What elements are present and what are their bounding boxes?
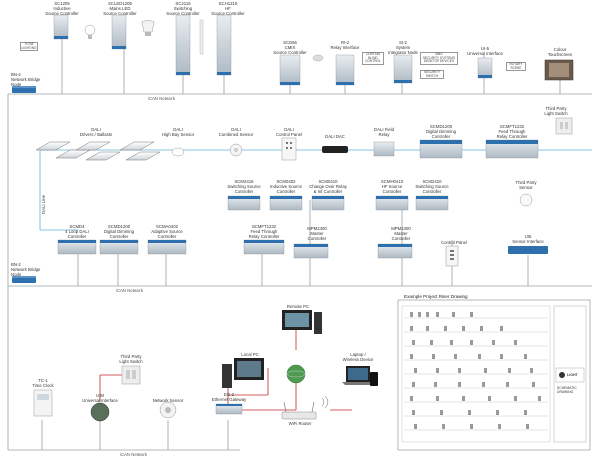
drawing-title-block: SCHEMATIC DRAWING	[557, 386, 577, 394]
rotary-box: ROTARY SCENE	[506, 62, 526, 72]
dali-field-relay[interactable]	[373, 141, 395, 157]
scmd1200-top[interactable]	[419, 139, 463, 159]
colour-touchscreen-label: Colour Touchscreen	[547, 47, 573, 57]
dali-ballasts-label: DALI Drivers / Ballasts	[79, 127, 113, 137]
third-party-switch-bottom-label: Third Party Light Switch	[119, 354, 143, 364]
ican-network-label-3: iCAN Network	[120, 452, 147, 457]
ri2-module[interactable]	[335, 54, 355, 86]
bridge-mid-label: BN-2 Network Bridge Node	[11, 262, 41, 277]
dali-dac-label: DALI DAC	[325, 134, 345, 139]
bridge-node-mid[interactable]	[12, 276, 36, 283]
control-panel-icon	[445, 245, 459, 267]
sc1205-label: SC1205 Inductive Source Controller	[45, 1, 79, 16]
remote-pc[interactable]	[282, 310, 322, 334]
lighting-box: TO BE LIGHTING	[20, 42, 38, 52]
dali-relay-label: DALI Field Relay	[373, 127, 395, 137]
sc2116-label: SC2116 Switching Source Controller	[166, 1, 200, 16]
sc2116-module[interactable]	[175, 14, 191, 76]
ui5-label: UI-5 Universal Interface	[467, 46, 503, 56]
si2-label: SI-2 System Integrator Node	[388, 40, 418, 55]
laptop-device[interactable]	[342, 366, 378, 386]
third-party-switch-bottom[interactable]	[121, 365, 141, 385]
drawing-brand: LIGHT	[567, 373, 578, 377]
ui5-module[interactable]	[477, 57, 493, 79]
bms-box: BMS SECURITY SYSTEMS DESKTOP DEVICES	[420, 52, 458, 65]
dali-control-panel[interactable]	[281, 137, 297, 161]
colour-touchscreen[interactable]	[544, 59, 574, 81]
scmdl4-label: SCMD4 4 Loop DALI Controller	[65, 224, 89, 239]
scm2410-label: SCM2410 Switching Source Controller	[415, 179, 449, 194]
laptop-label: Laptop / Wireless Device	[342, 352, 374, 362]
scd66-label: SCD66 CMIX Source Controller	[273, 40, 307, 55]
sch1210-module[interactable]	[216, 14, 232, 76]
third-party-sensor-icon	[519, 193, 533, 207]
mid-upper-modules[interactable]	[227, 195, 449, 211]
downlight-icon	[312, 54, 324, 62]
third-party-switch-top[interactable]	[555, 117, 573, 135]
dali-highbay-label: DALI High Bay Sensor	[161, 127, 195, 137]
mid-lower-modules[interactable]	[57, 239, 413, 259]
network-sensor-label: Network Sensor	[152, 398, 184, 403]
eg2-label: EG-2 Ethernet Gateway	[211, 392, 247, 402]
scmft1232b-label: SCMFT1232 Feed Through Relay Controller	[248, 224, 280, 239]
ri2-label: RI-2 Relay Interface	[330, 40, 360, 50]
wifi-router-label: WiFi Router	[288, 421, 312, 426]
scm0410-label: SCM0410 Change Over Relay & Inf Controll…	[309, 179, 347, 194]
tc1-label: TC-1 Time Clock	[32, 378, 54, 388]
scmd1200b-label: SCMD1200 Digital Dimming Controller	[103, 224, 135, 239]
scmh0410-label: SCMH0410 HF Source Controller	[380, 179, 404, 194]
curtain-box: CURTAIN BLIND CONTROL	[362, 52, 384, 65]
ui5-sensor-interface[interactable]	[508, 246, 548, 254]
dali-combined-sensor[interactable]	[229, 143, 243, 157]
eg2-gateway[interactable]	[215, 403, 243, 415]
third-party-sensor-label: Third Party Sensor	[515, 180, 537, 190]
led-lamp-icon	[141, 20, 155, 36]
dali-dac[interactable]	[322, 146, 348, 153]
project-riser-drawing	[397, 299, 591, 451]
network-sensor[interactable]	[159, 401, 177, 419]
remote-pc-label: Remote PC	[286, 304, 310, 309]
sc1206-label: SCLED1206 Mains LED Source Controller	[103, 1, 137, 16]
ui5b-label: UI5 Sensor Interface	[512, 234, 544, 244]
uim-interface[interactable]	[90, 402, 110, 422]
scd66-module[interactable]	[279, 54, 301, 86]
scma0402-label: SCMA0402 Adaptive Source Controller	[151, 224, 183, 239]
sc1206-module[interactable]	[111, 14, 127, 50]
scm0402-label: SCM0402 Inductive Source Controller	[269, 179, 303, 194]
dali-line-label: DALI Line	[41, 195, 46, 214]
riser-drawing-title: Example Project Riser Drawing	[404, 294, 468, 299]
scmd1200-top-label: SCMD1200 Digital Dimming Controller	[425, 124, 457, 139]
control-panel-label: Control Panel	[440, 240, 468, 245]
security-box: SECURITY SWITCH	[420, 70, 444, 80]
bridge-node-top[interactable]	[12, 86, 36, 93]
sc1205-module[interactable]	[53, 14, 69, 40]
dali-highbay-sensor[interactable]	[171, 147, 185, 157]
ican-network-label-2: iCAN Network	[116, 288, 143, 293]
tc1-time-clock[interactable]	[33, 389, 53, 417]
ican-network-label-1: iCAN Network	[148, 96, 175, 101]
si2-module[interactable]	[393, 54, 413, 84]
globe-icon	[286, 364, 306, 384]
dali-ballast-panels[interactable]	[35, 141, 161, 161]
bridge-top-label: BN-2 Network Bridge Node	[11, 72, 41, 87]
wifi-router[interactable]	[281, 395, 329, 420]
third-party-switch-top-label: Third Party Light Switch	[544, 106, 568, 116]
mpm2400a-label: MPM2400 Master Controller	[307, 226, 327, 241]
fluorescent-tube-icon	[199, 19, 204, 55]
local-pc-label: Local PC	[241, 352, 259, 357]
scm2416-label: SCM2416 Switching Source Controller	[227, 179, 261, 194]
dali-combined-label: DALI Combined Sensor	[218, 127, 254, 137]
local-pc[interactable]	[222, 358, 264, 388]
dali-panel-label: DALI Control Panel	[275, 127, 303, 137]
sch1210-label: SCH1210 HF Source Controller	[211, 1, 245, 16]
scmft1232-top[interactable]	[485, 139, 539, 159]
mpm2400b-label: MPM2400 Master Controller	[391, 226, 411, 241]
scmft1232-top-label: SCMFT1232 Feed Through Relay Controller	[496, 124, 528, 139]
incandescent-lamp-icon	[84, 24, 96, 39]
uim-label: UIM Universal Interface	[82, 393, 118, 403]
